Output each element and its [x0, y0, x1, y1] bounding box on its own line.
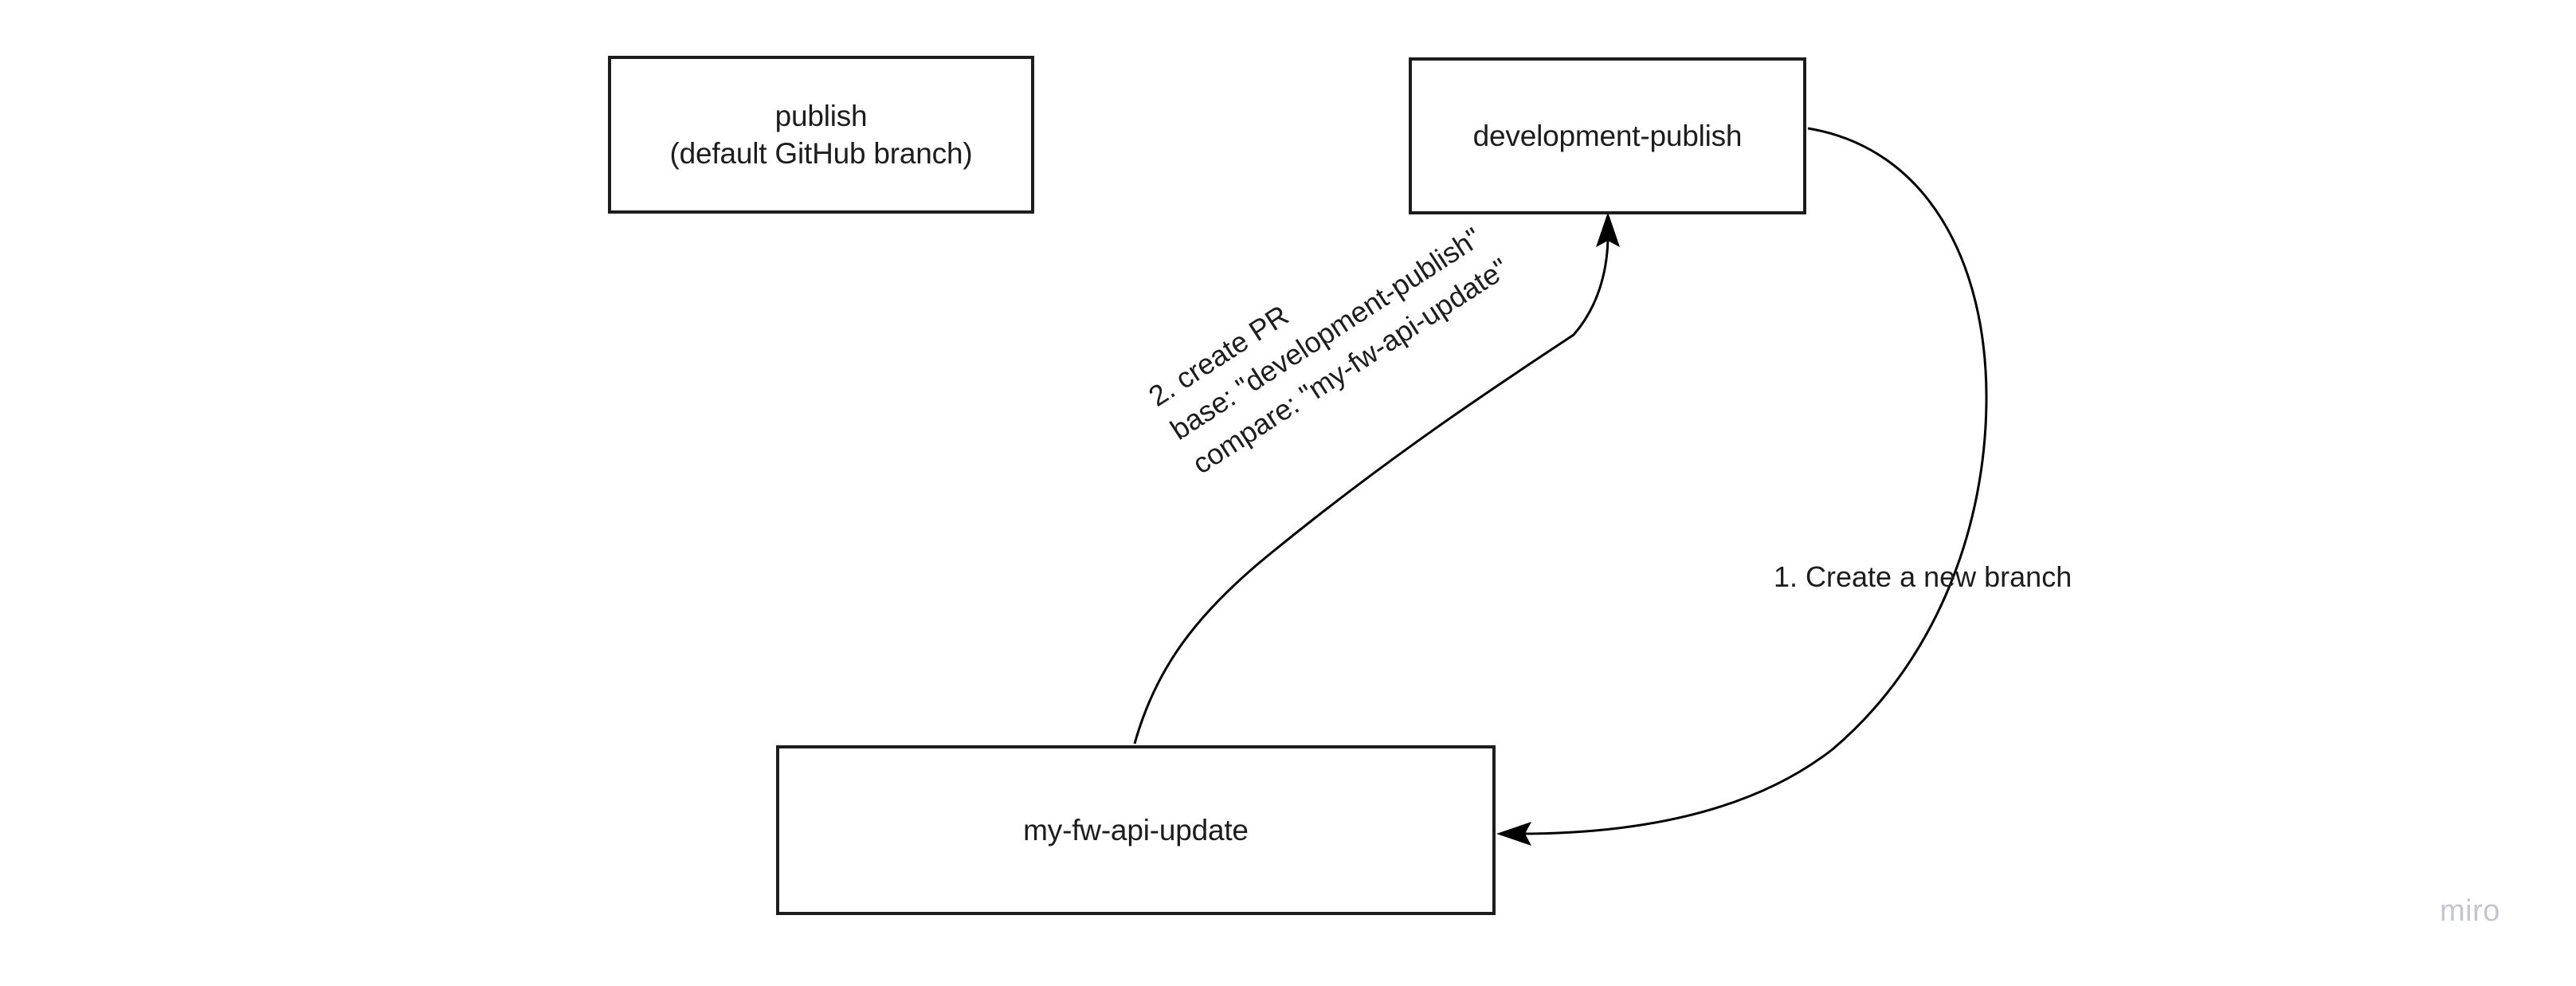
miro-watermark: miro [2440, 894, 2500, 928]
node-publish-label: publish (default GitHub branch) [669, 99, 973, 170]
node-publish[interactable]: publish (default GitHub branch) [608, 56, 1034, 214]
edge-create-branch-arrowhead [1496, 822, 1531, 846]
node-my-fw-api-update-label: my-fw-api-update [1023, 813, 1249, 847]
node-development-publish-label: development-publish [1472, 119, 1743, 152]
node-my-fw-api-update[interactable]: my-fw-api-update [776, 745, 1496, 915]
edge-label-create-branch: 1. Create a new branch [1774, 560, 2072, 593]
edge-create-branch-path [1518, 127, 1988, 835]
edge-create-pr-arrowhead [1596, 212, 1620, 247]
node-development-publish[interactable]: development-publish [1409, 57, 1806, 214]
edge-label-create-pr: 2. create PR base: "development-publish"… [1143, 221, 1515, 481]
